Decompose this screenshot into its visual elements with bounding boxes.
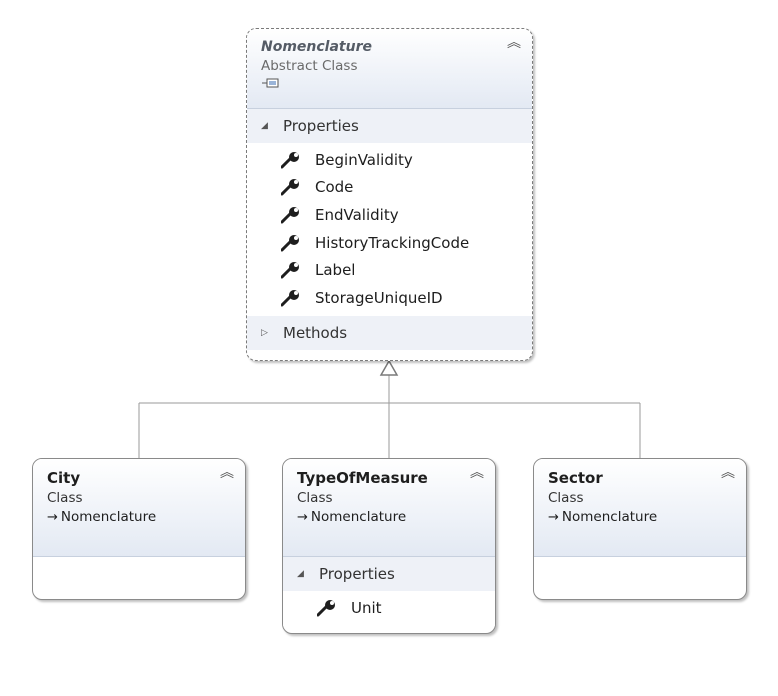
wrench-key-icon — [281, 206, 299, 224]
base-class: →Nomenclature — [548, 509, 732, 525]
inherits-arrow-icon: → — [47, 510, 58, 525]
class-city[interactable]: City Class →Nomenclature ︽ — [32, 458, 246, 600]
class-header: Sector Class →Nomenclature ︽ — [534, 459, 746, 557]
class-title: TypeOfMeasure — [297, 469, 428, 487]
property-item[interactable]: Unit — [283, 594, 495, 622]
inheritance-arrowhead — [379, 359, 399, 376]
class-kind: Class — [297, 490, 333, 506]
wrench-key-icon — [281, 234, 299, 252]
property-name: Label — [315, 261, 356, 280]
section-label: Properties — [283, 117, 359, 135]
collapse-chevron-icon[interactable]: ︽ — [470, 465, 484, 481]
class-title: Nomenclature — [261, 39, 372, 55]
properties-list: BeginValidity Code EndValidity — [247, 143, 532, 316]
wrench-key-icon — [281, 179, 299, 196]
property-item[interactable]: StorageUniqueID — [247, 284, 532, 312]
property-item[interactable]: Code — [247, 174, 532, 202]
wrench-key-icon — [317, 599, 335, 617]
base-class-name: Nomenclature — [60, 509, 157, 525]
class-header: City Class →Nomenclature ︽ — [33, 459, 245, 557]
collapse-chevron-icon[interactable]: ︽ — [721, 465, 735, 481]
class-header: Nomenclature Abstract Class ︽ — [247, 29, 532, 109]
nested-type-icon — [262, 78, 279, 88]
class-sector[interactable]: Sector Class →Nomenclature ︽ — [533, 458, 747, 600]
class-type-of-measure[interactable]: TypeOfMeasure Class →Nomenclature ︽ ◢ Pr… — [282, 458, 496, 634]
properties-section-header[interactable]: ◢ Properties — [247, 109, 532, 143]
property-name: EndValidity — [315, 205, 399, 224]
inherits-arrow-icon: → — [297, 510, 308, 525]
property-name: Code — [315, 178, 354, 197]
properties-list: Unit — [283, 591, 495, 626]
collapse-chevron-icon[interactable]: ︽ — [507, 35, 521, 51]
property-name: HistoryTrackingCode — [315, 233, 470, 252]
property-item[interactable]: HistoryTrackingCode — [247, 229, 532, 257]
collapse-chevron-icon[interactable]: ︽ — [220, 465, 234, 481]
class-kind: Abstract Class — [261, 58, 358, 74]
base-class: →Nomenclature — [47, 509, 231, 525]
inherits-arrow-icon: → — [548, 510, 559, 525]
section-label: Properties — [319, 565, 395, 583]
property-name: Unit — [351, 598, 382, 617]
section-label: Methods — [283, 323, 348, 342]
class-title: City — [47, 469, 81, 487]
collapsed-triangle-icon: ▷ — [261, 327, 268, 338]
base-class-name: Nomenclature — [310, 509, 407, 525]
property-item[interactable]: Label — [247, 256, 532, 284]
base-class: →Nomenclature — [297, 509, 481, 525]
methods-section-header[interactable]: ▷ Methods — [247, 315, 532, 350]
class-kind: Class — [47, 490, 83, 506]
expanded-triangle-icon: ◢ — [261, 121, 268, 131]
class-title: Sector — [548, 469, 603, 487]
expanded-triangle-icon: ◢ — [297, 569, 304, 579]
class-kind: Class — [548, 490, 584, 506]
property-item[interactable]: EndValidity — [247, 201, 532, 229]
wrench-key-icon — [281, 151, 299, 169]
properties-section-header[interactable]: ◢ Properties — [283, 557, 495, 591]
property-name: BeginValidity — [315, 150, 413, 169]
class-header: TypeOfMeasure Class →Nomenclature ︽ — [283, 459, 495, 557]
wrench-key-icon — [281, 289, 299, 307]
class-nomenclature[interactable]: Nomenclature Abstract Class ︽ ◢ Properti… — [246, 28, 533, 361]
property-name: StorageUniqueID — [315, 288, 443, 307]
base-class-name: Nomenclature — [561, 509, 658, 525]
property-item[interactable]: BeginValidity — [247, 146, 532, 174]
wrench-key-icon — [281, 262, 299, 279]
